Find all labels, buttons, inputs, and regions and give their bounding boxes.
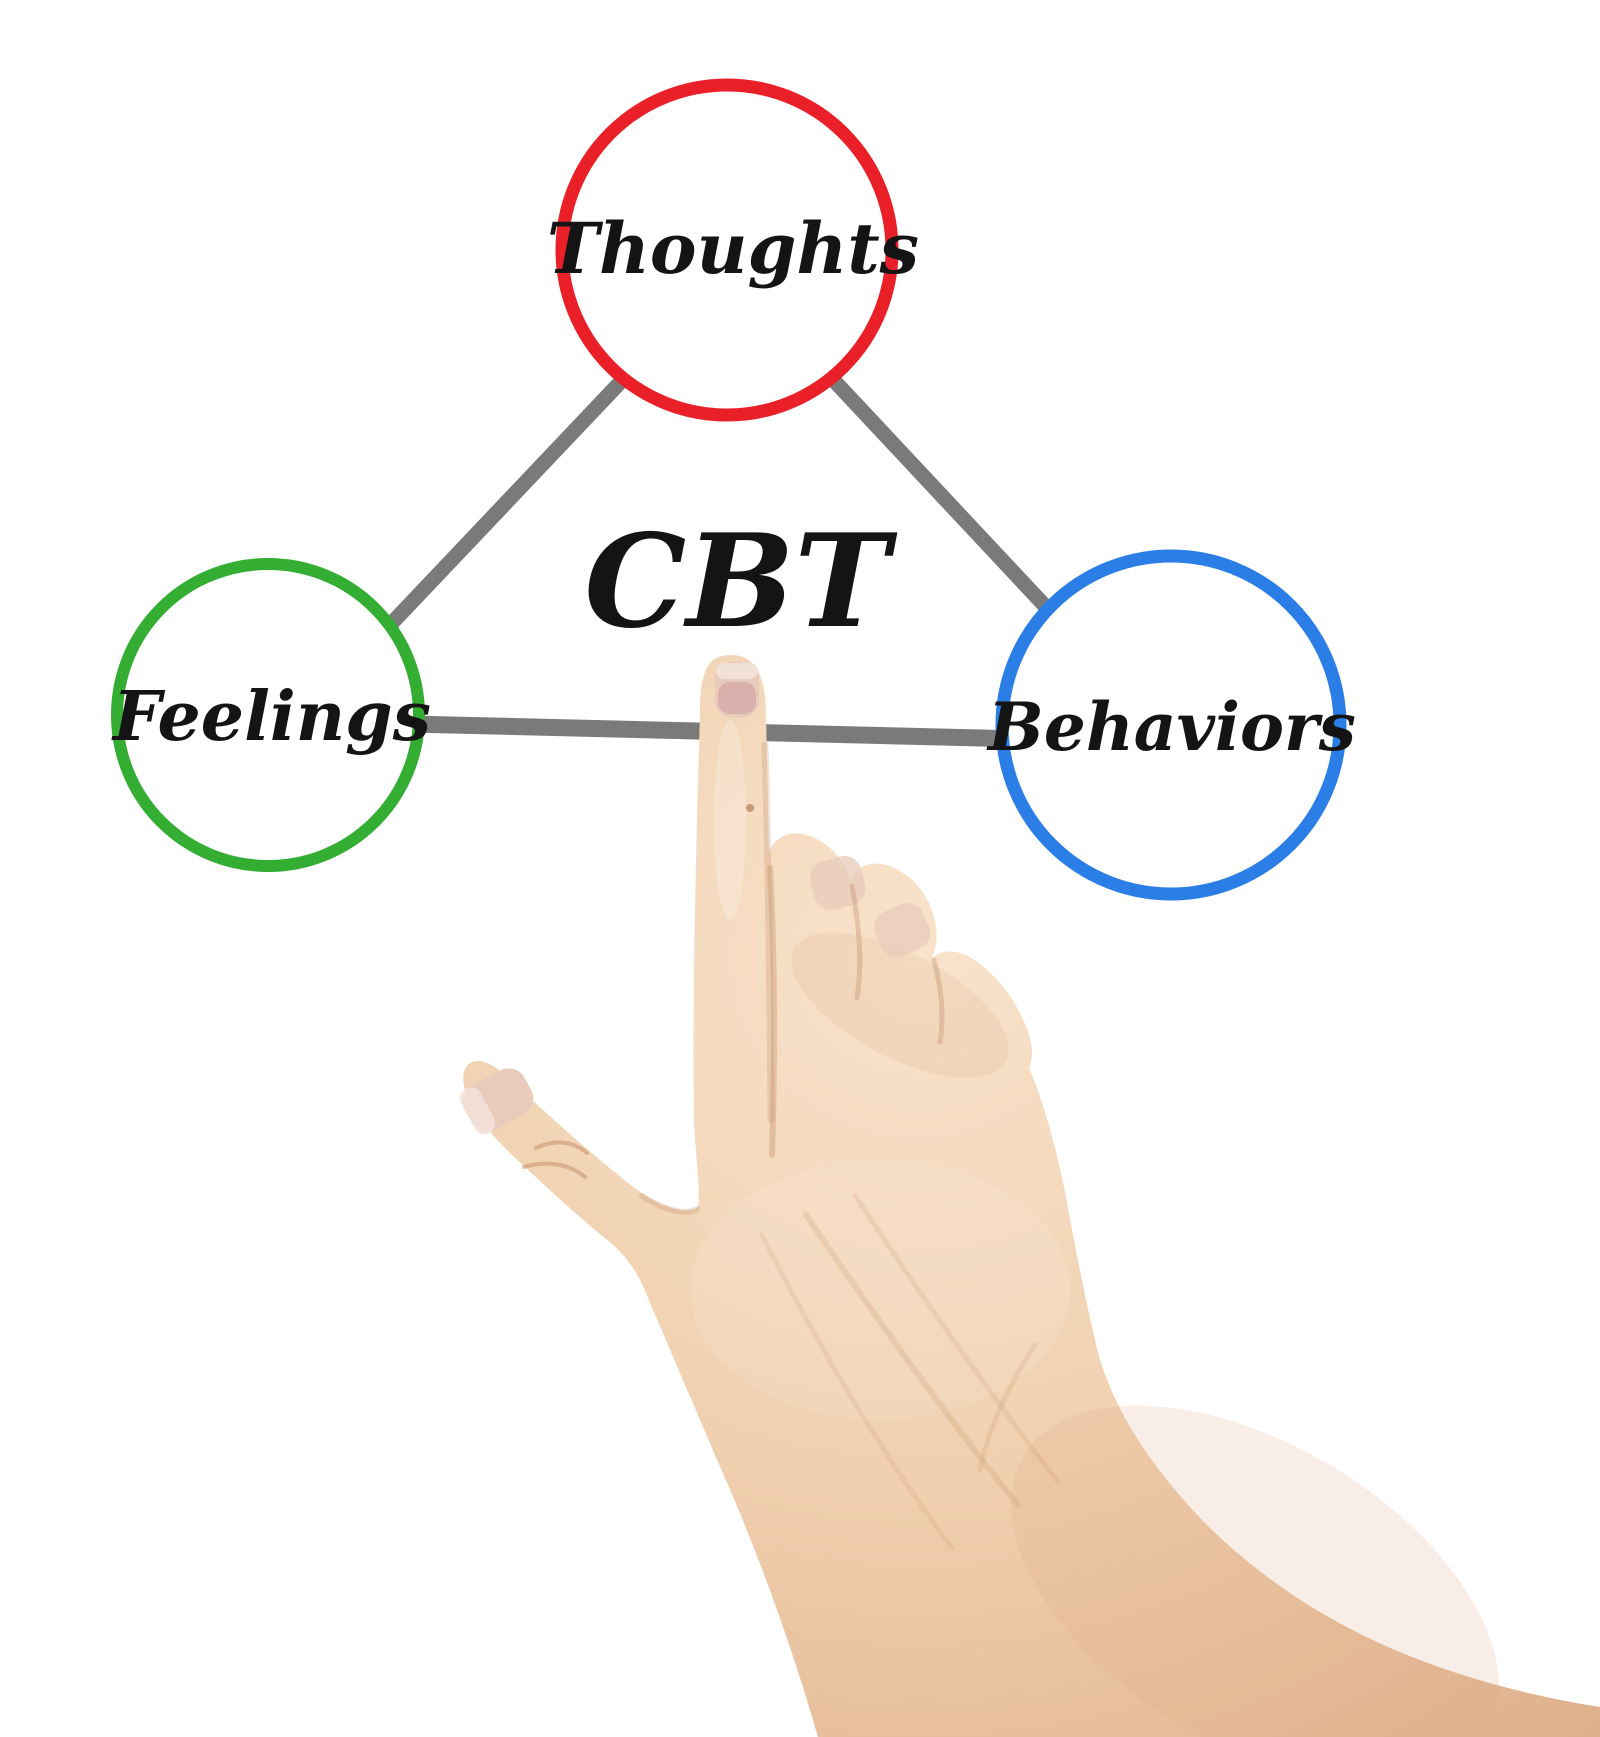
fold-shadow <box>791 932 1009 1078</box>
index-nail-free-edge <box>716 663 758 679</box>
pointing-hand <box>460 655 1600 1737</box>
thumb-knuckle-crease-1 <box>534 1140 589 1155</box>
forearm-shadow <box>1011 1405 1499 1737</box>
diagram-title: CBT <box>584 507 897 657</box>
hand-silhouette <box>463 655 1600 1737</box>
middle-fingernail <box>809 855 866 911</box>
node-thoughts: Thoughts <box>547 78 919 422</box>
tendon-line-3 <box>759 1232 955 1551</box>
thumb-nail-free-edge <box>460 1087 496 1135</box>
crease-middle-ring <box>849 883 863 1001</box>
wrist-crease <box>977 1342 1038 1473</box>
thumb-web-crease <box>639 1193 700 1215</box>
node-behaviors-ring <box>995 549 1347 901</box>
index-side-shading <box>761 741 775 1124</box>
thumb-knuckle-crease-2 <box>522 1161 587 1179</box>
skin-creases <box>522 741 1061 1551</box>
node-behaviors-label: Behaviors <box>986 688 1356 766</box>
node-feelings: Feelings <box>111 558 431 872</box>
node-feelings-label: Feelings <box>111 677 431 757</box>
node-behaviors: Behaviors <box>986 549 1356 901</box>
freckle <box>746 804 754 812</box>
tendon-line-1 <box>803 1212 1021 1508</box>
index-finger-highlight <box>714 720 746 920</box>
connector-thoughts-behaviors <box>818 364 1068 630</box>
tendon-line-2 <box>852 1192 1061 1485</box>
thumb-nail <box>460 1068 534 1135</box>
connector-thoughts-feelings <box>364 364 638 652</box>
node-thoughts-label: Thoughts <box>547 207 919 290</box>
node-thoughts-ring <box>555 78 899 422</box>
index-nail-pink <box>718 682 756 714</box>
hand-back-highlight <box>690 1160 1070 1420</box>
crease-index-middle <box>767 865 778 1158</box>
index-fingernail <box>715 662 759 717</box>
ring-fingernail <box>874 903 931 958</box>
crease-ring-pinky <box>931 957 945 1045</box>
node-feelings-ring <box>111 558 425 872</box>
